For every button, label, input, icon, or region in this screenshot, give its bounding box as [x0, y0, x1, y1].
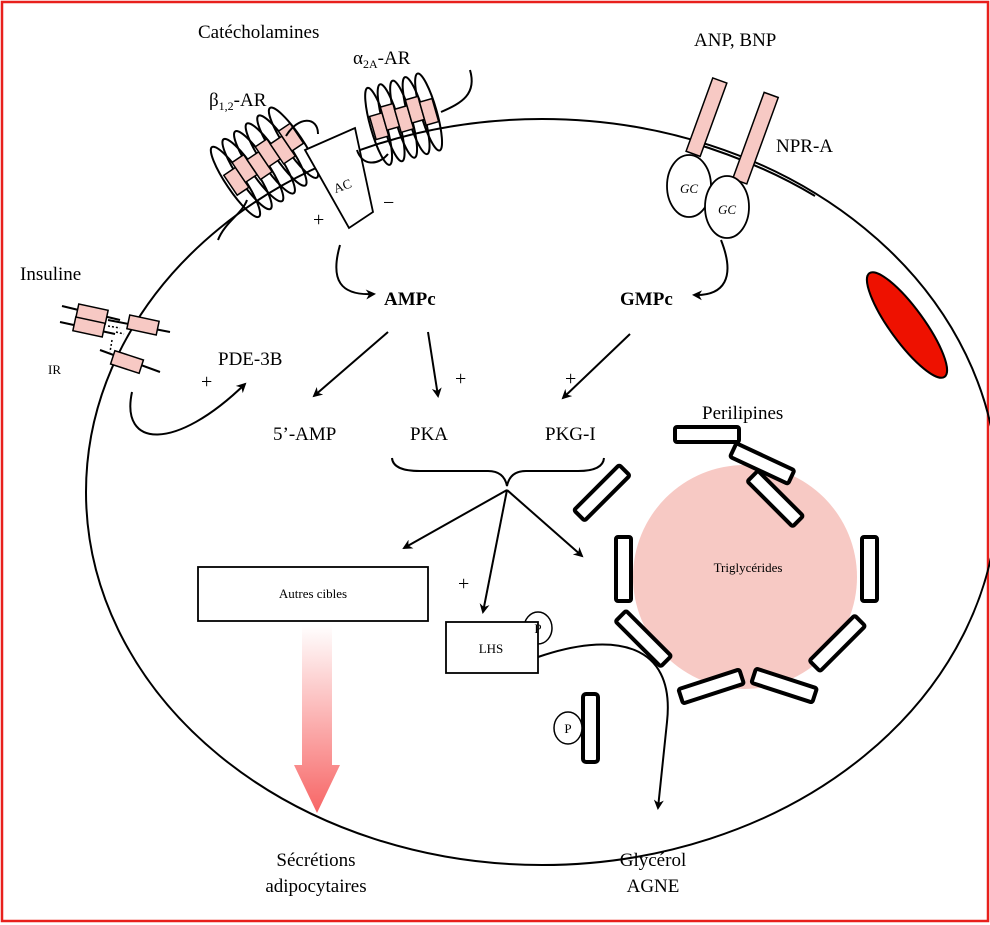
pka-label: PKA [410, 424, 448, 445]
gc-label-1: GC [680, 181, 698, 196]
pkg-plus-sign: + [565, 368, 576, 390]
secretions-line1: Sécrétions [276, 850, 355, 871]
insulin-receptor [59, 303, 171, 375]
secretions-line2: adipocytaires [265, 876, 366, 897]
npr-a-label: NPR-A [776, 136, 833, 157]
pkg-i-label: PKG-I [545, 424, 596, 445]
ampc-to-5amp-arrow [312, 331, 389, 398]
kinase-brace [391, 457, 605, 487]
ir-label: IR [48, 362, 61, 377]
alpha-receptor [356, 69, 473, 166]
pka-plus-sign: + [455, 368, 466, 390]
ac-label: AC [331, 176, 353, 196]
gc-domain-2 [704, 175, 750, 239]
to-lhs-arrow [479, 489, 508, 614]
gc-label-2: GC [718, 202, 736, 217]
triglycerides-label: Triglycérides [714, 560, 783, 575]
insuline-label: Insuline [20, 264, 81, 285]
autres-cibles-label: Autres cibles [279, 586, 347, 601]
adenylate-cyclase: AC [303, 126, 375, 230]
insulin-to-pde-arrow [129, 382, 247, 436]
ac-plus-sign: + [313, 209, 324, 231]
gmpc-to-pkg-arrow [561, 333, 631, 400]
ac-to-ampc-arrow [335, 244, 376, 300]
lhs-box [445, 621, 539, 674]
catecholamines-label: Catécholamines [198, 22, 319, 43]
gmpc-label: GMPc [620, 289, 673, 310]
ampc-label: AMPc [384, 289, 436, 310]
mitochondrion [865, 271, 949, 379]
perilipines-label: Perilipines [702, 403, 783, 424]
5-amp-label: 5’-AMP [273, 424, 336, 445]
perilipin-phospho-circle [553, 711, 583, 745]
alpha-receptor-label: α2A-AR [353, 48, 411, 71]
agne-label: AGNE [627, 876, 680, 897]
perilipin-coat [572, 425, 879, 705]
npr-a-receptor: GC GC [666, 76, 780, 239]
lhs-plus-sign: + [458, 573, 469, 595]
gc-to-gmpc-arrow [692, 239, 729, 301]
autres-cibles-box [197, 566, 429, 622]
released-perilipin [581, 692, 600, 764]
pde-3b-label: PDE-3B [218, 349, 282, 370]
glycerol-label: Glycérol [620, 850, 686, 871]
lhs-phospho-label: P [534, 621, 541, 636]
perilipin-phospho-label: P [564, 721, 571, 736]
to-perilipines-arrow [506, 489, 584, 558]
secretion-arrow [294, 625, 340, 813]
lhs-to-products-arrow [537, 643, 669, 810]
ac-minus-sign: − [383, 192, 394, 214]
to-autres-cibles-arrow [402, 489, 508, 549]
ampc-to-pka-arrow [427, 331, 442, 398]
beta-receptor [209, 106, 320, 241]
membrane-double-line [689, 141, 816, 197]
cell-membrane [85, 118, 990, 866]
beta-receptor-label: β1,2-AR [209, 90, 267, 113]
anp-bnp-label: ANP, BNP [694, 30, 776, 51]
insulin-plus-sign: + [201, 371, 212, 393]
lhs-label: LHS [479, 641, 504, 656]
